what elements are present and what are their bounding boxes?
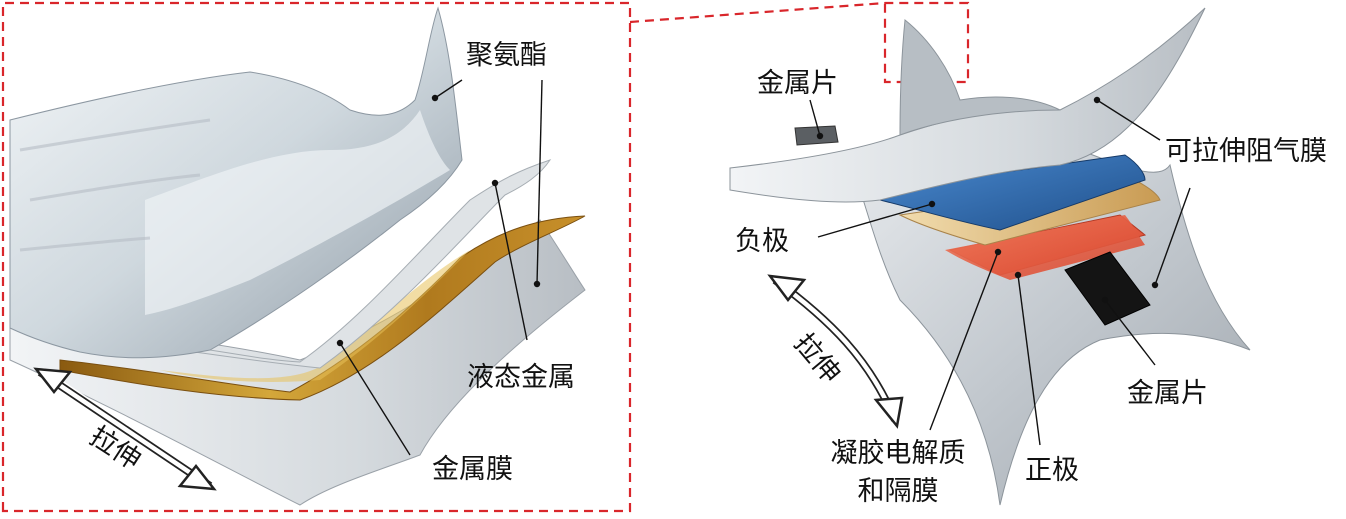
label-polyurethane: 聚氨酯 (466, 42, 547, 69)
dot-thin-film (492, 180, 498, 186)
dot-separator (995, 249, 1001, 255)
dot-polyurethane (432, 95, 438, 101)
metal-tab-top-shape (795, 126, 838, 145)
label-separator-line2: 和隔膜 (828, 478, 968, 505)
label-anode: 负极 (735, 228, 789, 255)
dot-bottom-film (534, 281, 540, 287)
label-metal-tab-top: 金属片 (757, 70, 838, 97)
label-cathode: 正极 (1025, 457, 1079, 484)
label-separator-line1: 凝胶电解质 (828, 440, 968, 467)
dot-metal-tab-top (817, 133, 823, 139)
dot-barrier-film (1094, 97, 1100, 103)
label-barrier-film: 可拉伸阻气膜 (1165, 138, 1327, 165)
label-liquid-metal: 液态金属 (467, 364, 575, 391)
dot-metal-tab-bottom (1102, 297, 1108, 303)
label-metal-film: 金属膜 (432, 456, 513, 483)
dot-cathode (1015, 272, 1021, 278)
dot-barrier-film-2 (1152, 282, 1158, 288)
dot-liquid-metal (337, 340, 343, 346)
label-metal-tab-bottom: 金属片 (1127, 380, 1208, 407)
dot-anode (929, 201, 935, 207)
